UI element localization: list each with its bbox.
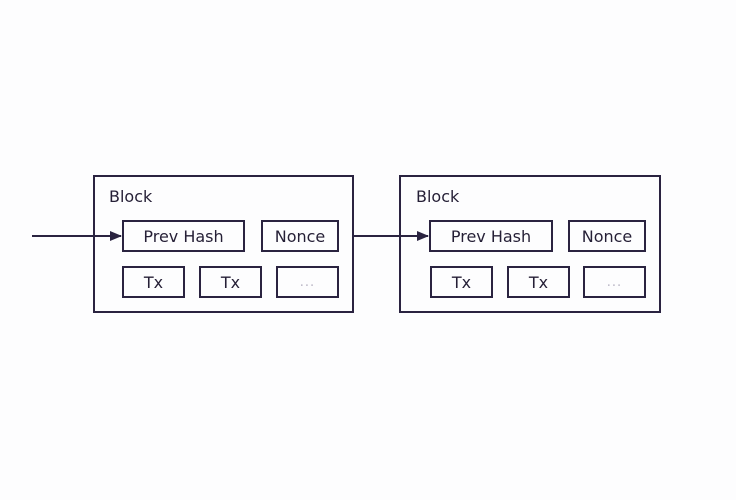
block-1-tx-more: ... bbox=[276, 266, 339, 298]
block-1-tx-2: Tx bbox=[199, 266, 262, 298]
block-2-prev-hash: Prev Hash bbox=[429, 220, 553, 252]
block-1-frame bbox=[93, 175, 354, 313]
block-1-title: Block bbox=[109, 187, 153, 206]
block-1-tx-1: Tx bbox=[122, 266, 185, 298]
block-2-title: Block bbox=[416, 187, 460, 206]
block-2-tx-1: Tx bbox=[430, 266, 493, 298]
block-2-tx-2: Tx bbox=[507, 266, 570, 298]
block-1-nonce: Nonce bbox=[261, 220, 339, 252]
block-2-frame bbox=[399, 175, 661, 313]
block-2-tx-more: ... bbox=[583, 266, 646, 298]
block-2-nonce: Nonce bbox=[568, 220, 646, 252]
block-1-prev-hash: Prev Hash bbox=[122, 220, 245, 252]
